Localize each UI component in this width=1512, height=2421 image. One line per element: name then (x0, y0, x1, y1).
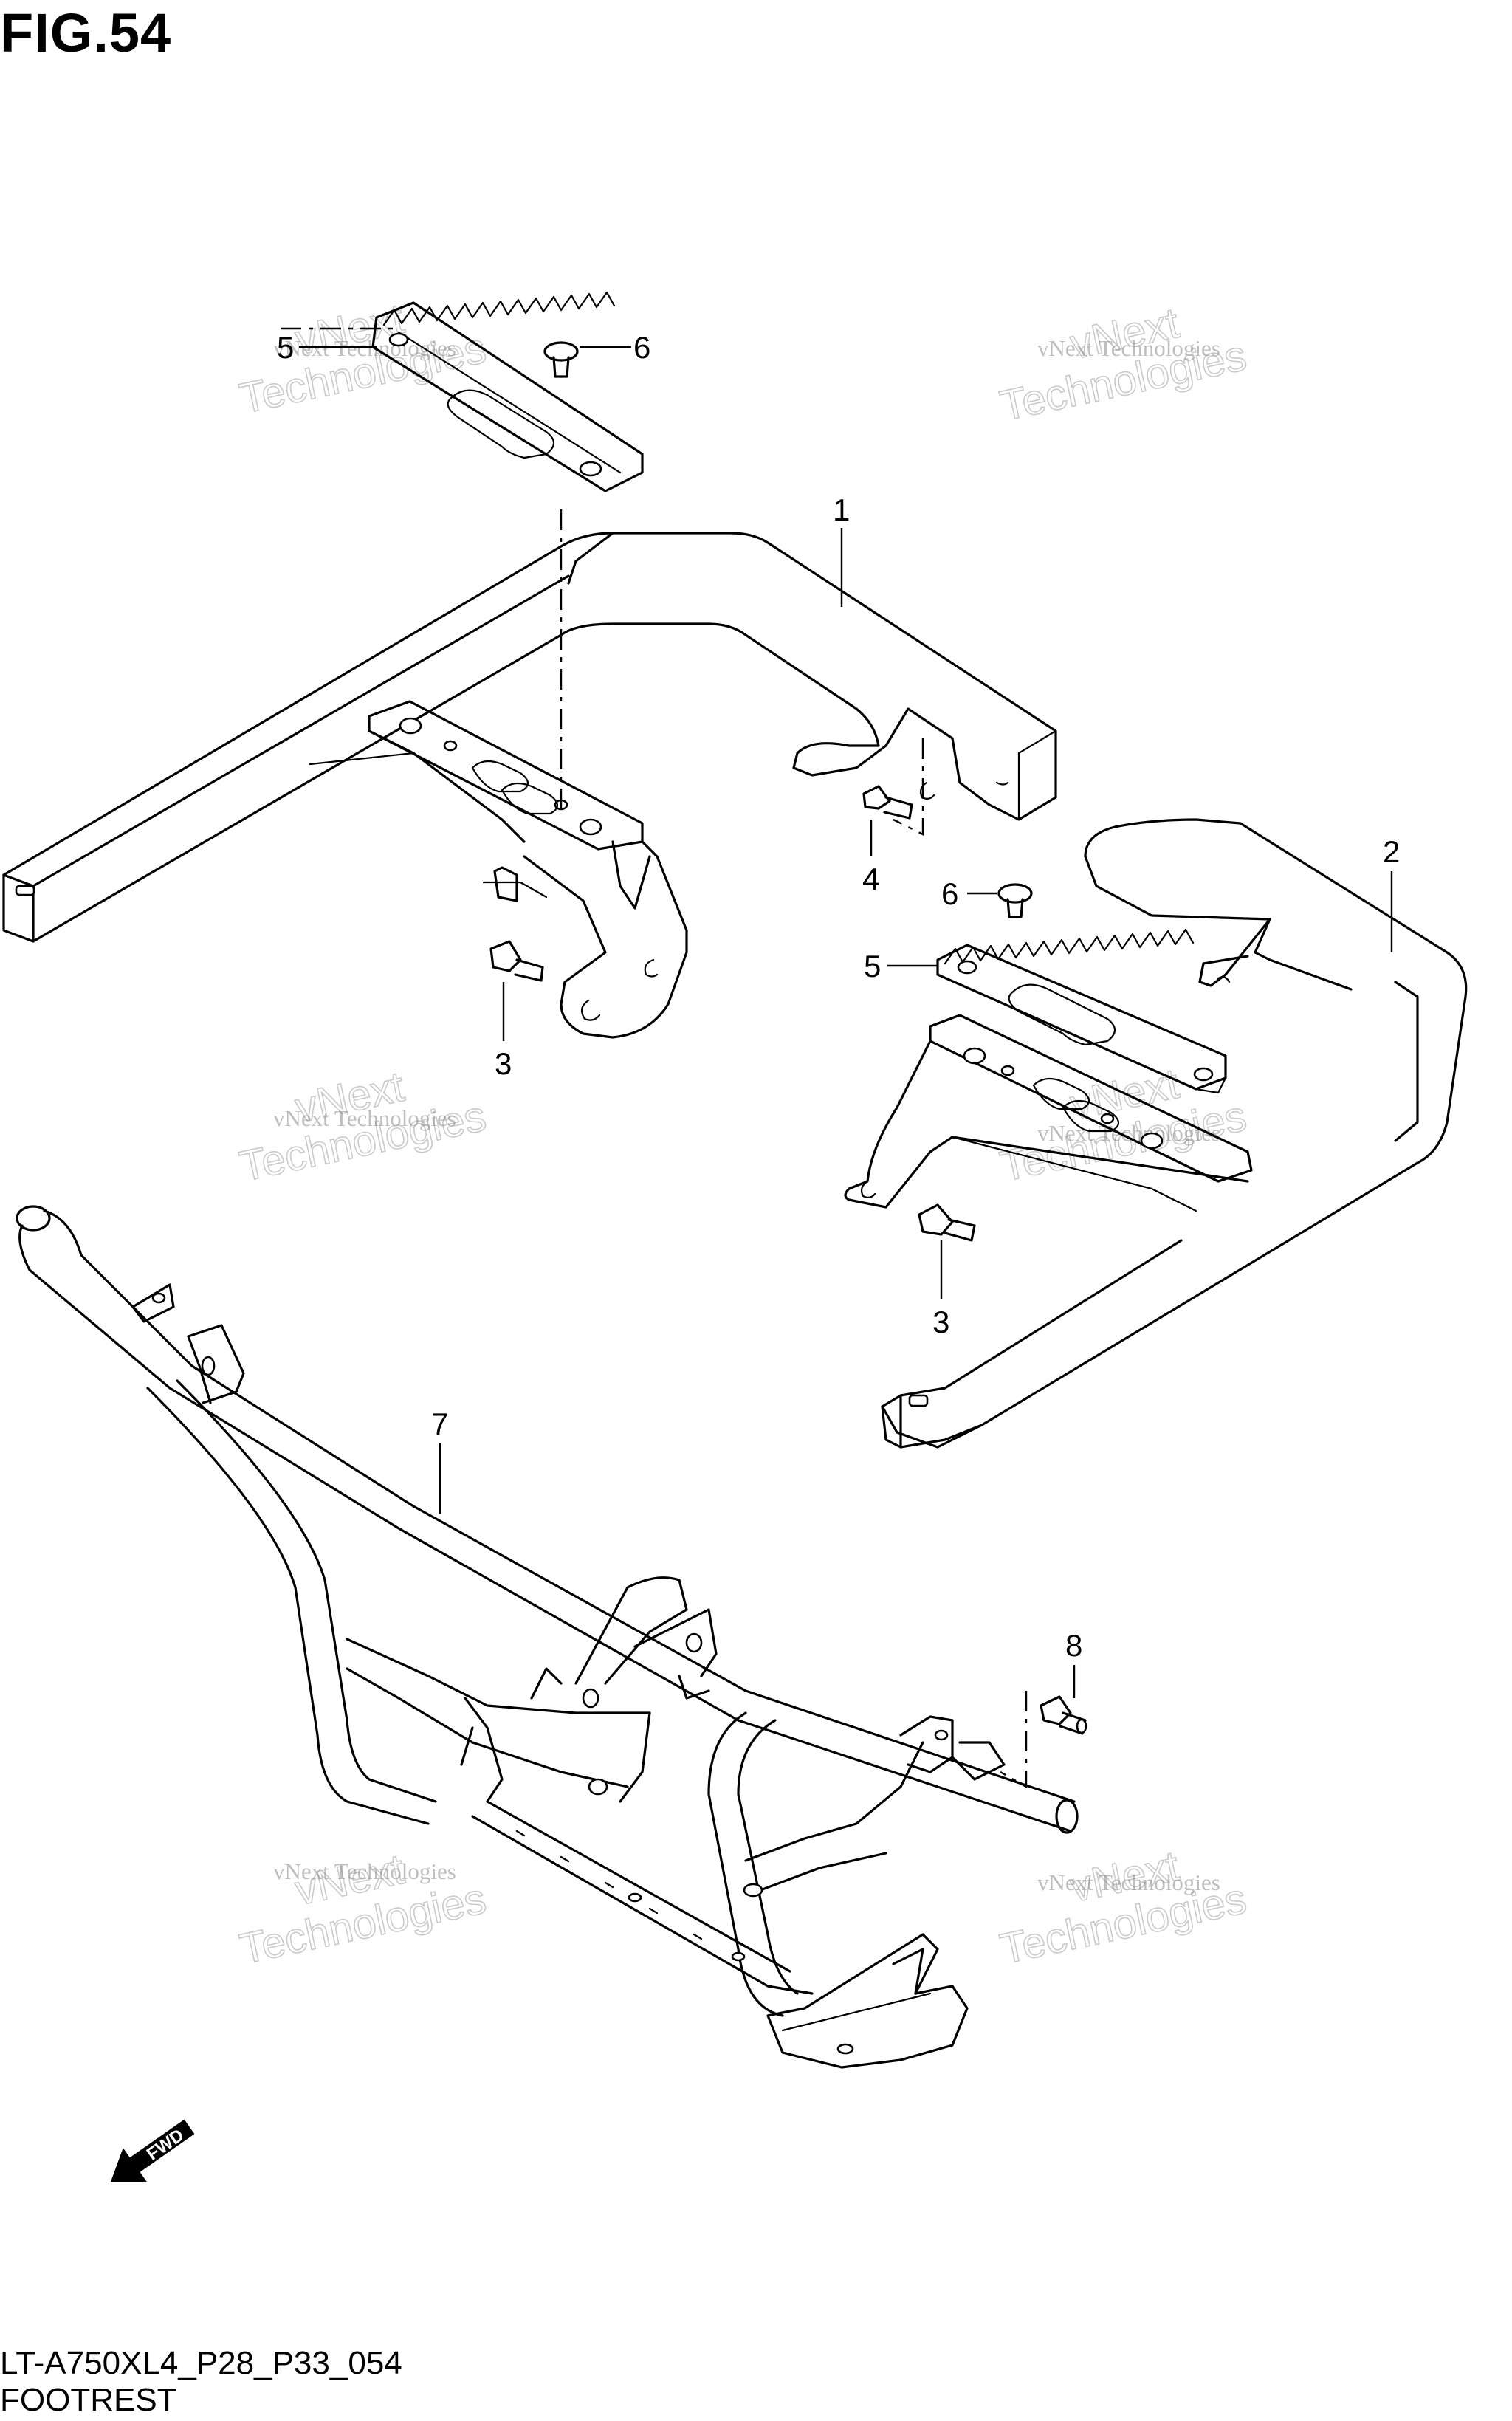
callout-3b: 3 (932, 1305, 949, 1339)
fwd-arrow-icon: FWD (111, 2119, 195, 2182)
watermark-small-5: vNext Technologies (273, 1858, 456, 1884)
callout-8: 8 (1065, 1628, 1082, 1663)
watermark-small-1: vNext Technologies (273, 335, 456, 361)
watermark-small-6: vNext Technologies (1037, 1869, 1220, 1895)
screw-right (997, 883, 1033, 918)
bolt-part-3-left (489, 940, 544, 982)
bolt-part-3-right (918, 1203, 976, 1242)
footrest-plate-upper (371, 291, 644, 492)
callout-group: 1 2 3 3 4 5 5 6 6 7 8 (277, 330, 1400, 1698)
callout-5b: 5 (864, 949, 881, 983)
callout-2: 2 (1383, 834, 1400, 869)
assembly-lines (281, 327, 1028, 1789)
callout-6a: 6 (633, 330, 650, 365)
callout-6b: 6 (941, 876, 958, 911)
watermark-small-3: vNext Technologies (273, 1105, 456, 1131)
figure-title: FIG.54 (0, 2, 172, 63)
model-code: LT-A750XL4_P28_P33_054 (0, 2345, 402, 2381)
footrest-bracket-right (844, 818, 1468, 1449)
callout-5a: 5 (277, 330, 294, 365)
watermark-small-2: vNext Technologies (1037, 335, 1220, 361)
footrest-bracket-left (2, 532, 1057, 1039)
bolt-part-8 (1040, 1695, 1087, 1735)
screw-upper (543, 341, 579, 378)
callout-7: 7 (431, 1407, 448, 1441)
watermark-small-4: vNext Technologies (1037, 1120, 1220, 1146)
lower-frame-bumper (16, 1205, 1079, 2069)
callout-3a: 3 (495, 1046, 512, 1081)
callout-4: 4 (862, 862, 879, 896)
callout-1: 1 (833, 492, 850, 527)
bolt-part-4 (862, 785, 913, 820)
figure-caption: FOOTREST (0, 2382, 177, 2418)
